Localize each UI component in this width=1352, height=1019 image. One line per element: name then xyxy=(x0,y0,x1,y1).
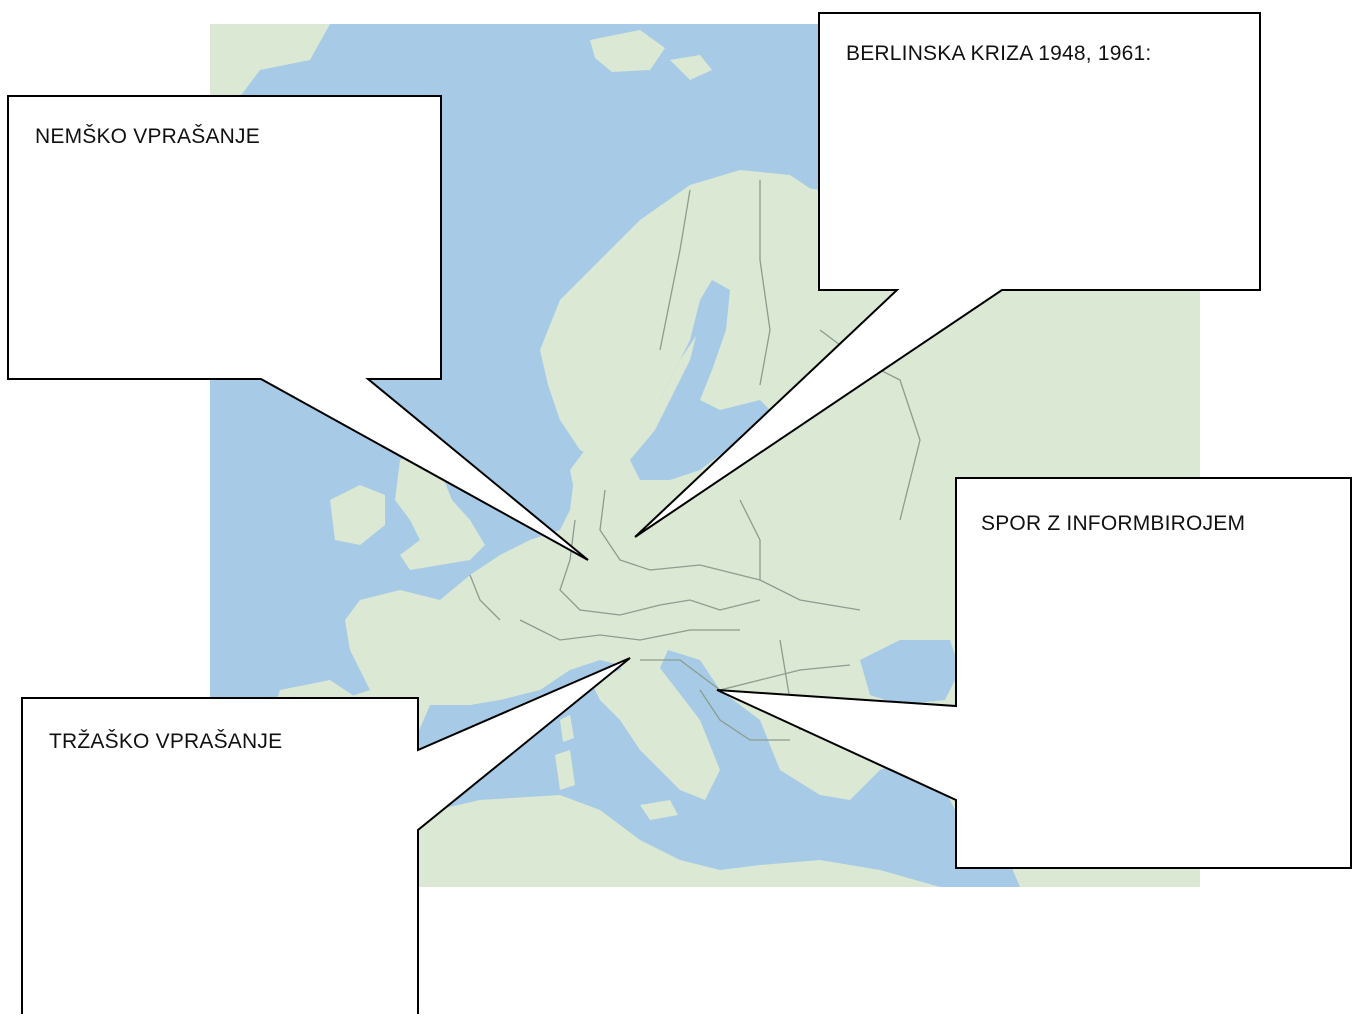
callout-informbiro-dispute xyxy=(716,477,1352,869)
land-italy xyxy=(590,670,710,790)
land-great-britain xyxy=(395,450,485,570)
land-svalbard-2 xyxy=(670,55,712,80)
callout-german-question xyxy=(7,95,589,561)
land-scandinavia xyxy=(540,170,820,460)
sea-black xyxy=(860,640,960,705)
sea-gulf-bothnia xyxy=(692,280,730,400)
informbiro-dispute-label: SPOR Z INFORMBIROJEM xyxy=(981,512,1246,535)
berlin-crisis-label: BERLINSKA KRIZA 1948, 1961: xyxy=(846,42,1152,65)
land-svalbard xyxy=(590,30,665,72)
callout-informbiro-dispute-shape xyxy=(716,477,1352,869)
land-corsica xyxy=(560,715,574,742)
land-sardinia xyxy=(555,750,575,790)
callout-berlin-crisis-shape xyxy=(634,12,1261,538)
land-iberia xyxy=(345,590,530,705)
german-question-label: NEMŠKO VPRAŠANJE xyxy=(35,125,260,148)
land-finland xyxy=(700,225,820,390)
callout-german-question-shape xyxy=(7,95,589,561)
land-denmark xyxy=(570,450,605,500)
land-africa-south xyxy=(415,795,940,887)
land-sicily xyxy=(640,800,678,820)
land-ireland xyxy=(330,485,385,545)
trieste-question-label: TRŽAŠKO VPRAŠANJE xyxy=(49,730,283,753)
callout-berlin-crisis xyxy=(634,12,1261,538)
